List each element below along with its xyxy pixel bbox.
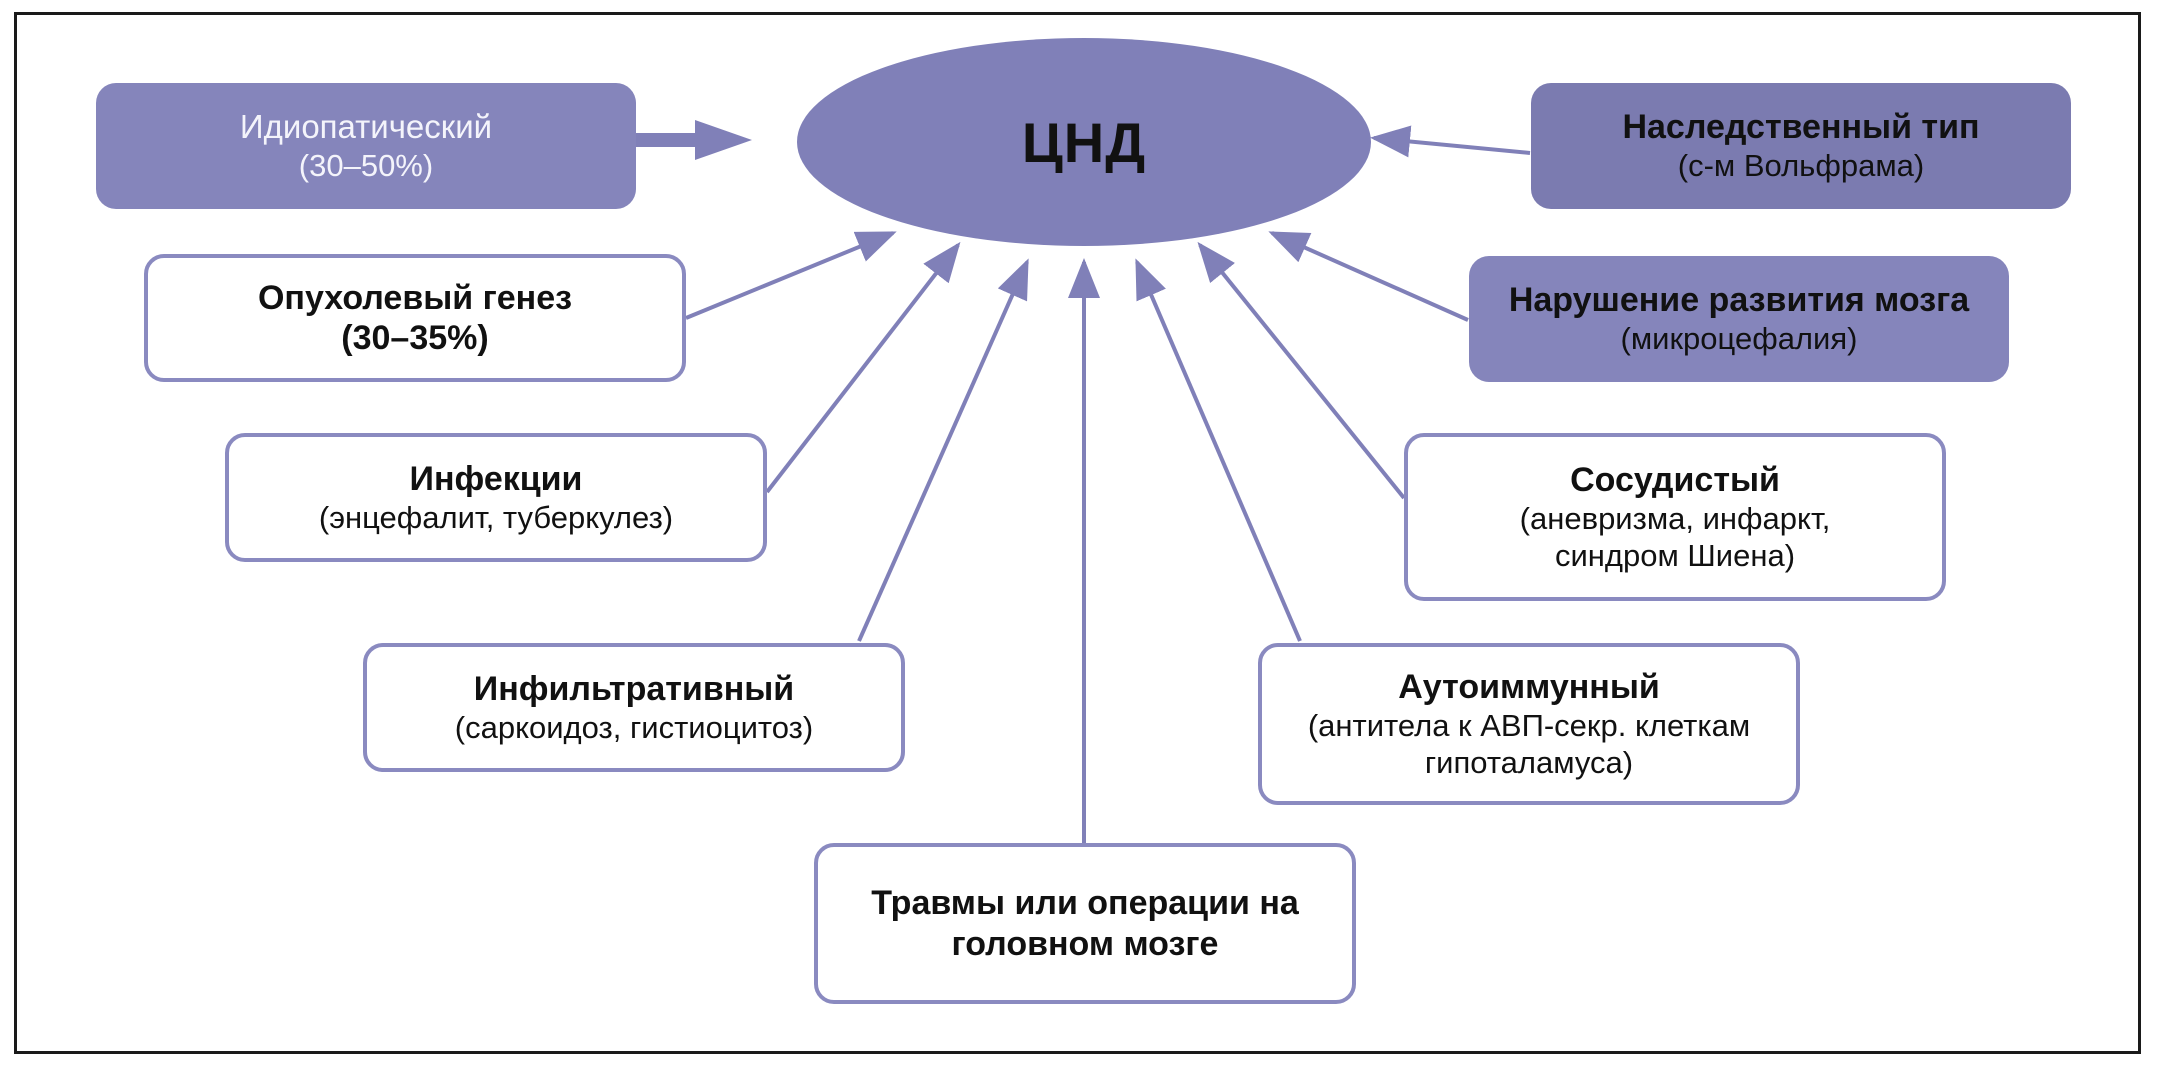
- trauma-title-line2: головном мозге: [951, 924, 1219, 963]
- arrow-vascular: [1197, 241, 1406, 500]
- arrow-tumor: [685, 231, 897, 320]
- infiltrative-subtitle: (саркоидоз, гистиоцитоз): [454, 709, 814, 745]
- box-hereditary: Наследственный тип (с-м Вольфрама): [1531, 83, 2071, 209]
- arrow-hereditary: [1370, 125, 1531, 158]
- vascular-title: Сосудистый: [1570, 460, 1780, 499]
- infiltrative-title: Инфильтративный: [473, 669, 795, 708]
- tumor-title: Опухолевый генез: [257, 278, 573, 317]
- box-infiltrative: Инфильтративный (саркоидоз, гистиоцитоз): [363, 643, 905, 772]
- box-idiopathic: Идиопатический (30–50%): [96, 83, 636, 209]
- tumor-subtitle: (30–35%): [341, 319, 489, 357]
- autoimmune-subtitle-line2: гипоталамуса): [1424, 745, 1634, 781]
- hereditary-subtitle: (с-м Вольфрама): [1677, 148, 1925, 184]
- arrow-autoimmune: [1135, 258, 1302, 642]
- box-trauma: Травмы или операции на головном мозге: [814, 843, 1356, 1004]
- arrow-brain-development: [1268, 231, 1469, 322]
- infections-title: Инфекции: [409, 459, 583, 498]
- central-node-label: ЦНД: [1021, 110, 1147, 174]
- arrow-infections: [765, 241, 961, 494]
- brain-development-title: Нарушение развития мозга: [1508, 281, 1970, 320]
- autoimmune-title: Аутоиммунный: [1398, 667, 1660, 706]
- vascular-subtitle-line1: (аневризма, инфаркт,: [1519, 500, 1831, 536]
- box-autoimmune: Аутоиммунный (антитела к АВП-секр. клетк…: [1258, 643, 1800, 805]
- box-tumor: Опухолевый генез (30–35%): [144, 254, 686, 382]
- box-brain-development: Нарушение развития мозга (микроцефалия): [1469, 256, 2009, 382]
- box-vascular: Сосудистый (аневризма, инфаркт, синдром …: [1404, 433, 1946, 601]
- central-node-cnd: ЦНД: [797, 38, 1371, 246]
- infections-subtitle: (энцефалит, туберкулез): [318, 499, 674, 535]
- brain-development-subtitle: (микроцефалия): [1620, 321, 1858, 357]
- box-infections: Инфекции (энцефалит, туберкулез): [225, 433, 767, 562]
- idiopathic-subtitle: (30–50%): [298, 147, 434, 183]
- hereditary-title: Наследственный тип: [1622, 108, 1980, 147]
- arrow-infiltrative: [857, 258, 1029, 642]
- autoimmune-subtitle-line1: (антитела к АВП-секр. клеткам: [1307, 707, 1751, 743]
- arrow-idiopathic-head: [695, 120, 752, 160]
- diagram-frame: [14, 12, 2141, 1054]
- vascular-subtitle-line2: синдром Шиена): [1554, 538, 1796, 574]
- trauma-title-line1: Травмы или операции на: [871, 884, 1299, 923]
- idiopathic-title: Идиопатический: [239, 107, 493, 145]
